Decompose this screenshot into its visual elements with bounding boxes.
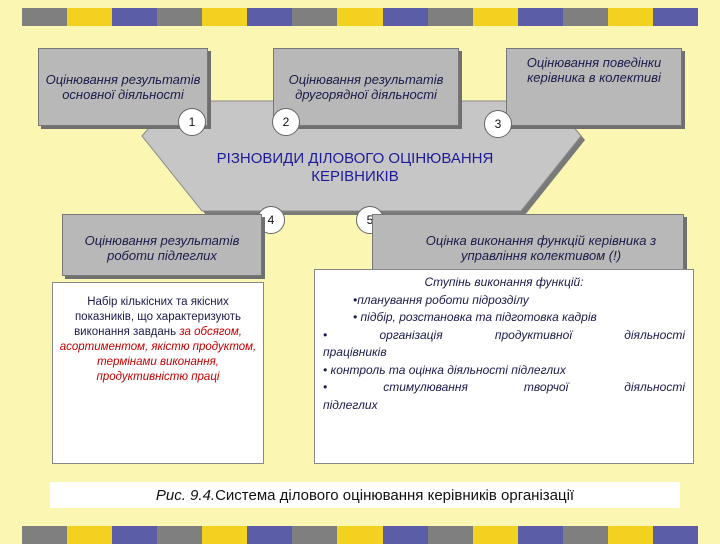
- number-2: 2: [272, 108, 300, 136]
- indicators-text-part2: за обсягом, асортиментом, якістю продукт…: [59, 326, 257, 383]
- function-item: • стимулювання творчої діяльності: [323, 380, 685, 394]
- function-item-label: контроль та оцінка діяльності підлеглих: [330, 362, 566, 377]
- functions-panel: Ступінь виконання функцій: •планування р…: [314, 269, 694, 464]
- function-item: • підбір, розстановка та підготовка кадр…: [353, 310, 597, 324]
- stripe-segment: [292, 8, 338, 26]
- function-item: • контроль та оцінка діяльності підлегли…: [323, 362, 566, 377]
- stripe-segment: [22, 8, 68, 26]
- function-item-label: організація продуктивної діяльності: [379, 327, 685, 342]
- indicators-text-part1: Набір кількісних та якісних показників, …: [74, 296, 242, 338]
- function-item-continuation: працівників: [323, 345, 387, 359]
- indicators-panel: Набір кількісних та якісних показників, …: [52, 282, 264, 464]
- box-subordinates-results-label: Оцінювання результатів роботи підлеглих: [84, 233, 240, 263]
- function-item-continuation: підлеглих: [323, 397, 378, 412]
- box-behavior: Оцінювання поведінки керівника в колекти…: [506, 48, 682, 126]
- functions-list: Ступінь виконання функцій: •планування р…: [315, 270, 693, 418]
- stripe-segment: [652, 8, 698, 26]
- stripe-segment: [427, 8, 473, 26]
- stripe-segment: [562, 8, 608, 26]
- box-secondary-activity: Оцінювання результатів другорядної діяль…: [273, 48, 459, 126]
- number-3: 3: [484, 110, 512, 138]
- stripe-segment: [157, 8, 203, 26]
- top-stripe: [22, 8, 698, 26]
- functions-heading: Ступінь виконання функцій:: [424, 275, 584, 289]
- stripe-segment: [112, 8, 158, 26]
- box-primary-activity-label: Оцінювання результатів основної діяльнос…: [45, 72, 201, 102]
- box-manager-functions-label: Оцінка виконання функцій керівника з упр…: [425, 233, 657, 263]
- stripe-segment: [337, 8, 383, 26]
- box-secondary-activity-label: Оцінювання результатів другорядної діяль…: [288, 72, 444, 102]
- box-subordinates-results: Оцінювання результатів роботи підлеглих: [62, 214, 262, 276]
- stripe-segment: [517, 8, 563, 26]
- function-item-label: планування роботи підрозділу: [357, 292, 529, 307]
- function-item: •планування роботи підрозділу: [353, 292, 529, 307]
- figure-caption: Рис. 9.4. Система ділового оцінювання ке…: [50, 482, 680, 508]
- stripe-segment: [247, 8, 293, 26]
- center-title: РІЗНОВИДИ ДІЛОВОГО ОЦІНЮВАННЯ КЕРІВНИКІВ: [216, 150, 494, 185]
- number-1: 1: [178, 108, 206, 136]
- box-manager-functions: Оцінка виконання функцій керівника з упр…: [372, 214, 684, 276]
- function-item-label: стимулювання творчої діяльності: [383, 380, 685, 394]
- function-item: • організація продуктивної діяльності: [323, 327, 685, 342]
- caption-prefix: Рис. 9.4.: [155, 486, 216, 504]
- indicators-text: Набір кількісних та якісних показників, …: [59, 295, 257, 385]
- stripe-segment: [202, 8, 248, 26]
- stripe-segment: [472, 8, 518, 26]
- stripe-segment: [607, 8, 653, 26]
- caption-text: Система ділового оцінювання керівників о…: [215, 486, 575, 504]
- stripe-segment: [67, 8, 113, 26]
- box-behavior-label: Оцінювання поведінки керівника в колекти…: [526, 55, 662, 85]
- function-item-label: підбір, розстановка та підготовка кадрів: [360, 310, 597, 324]
- stripe-segment: [382, 8, 428, 26]
